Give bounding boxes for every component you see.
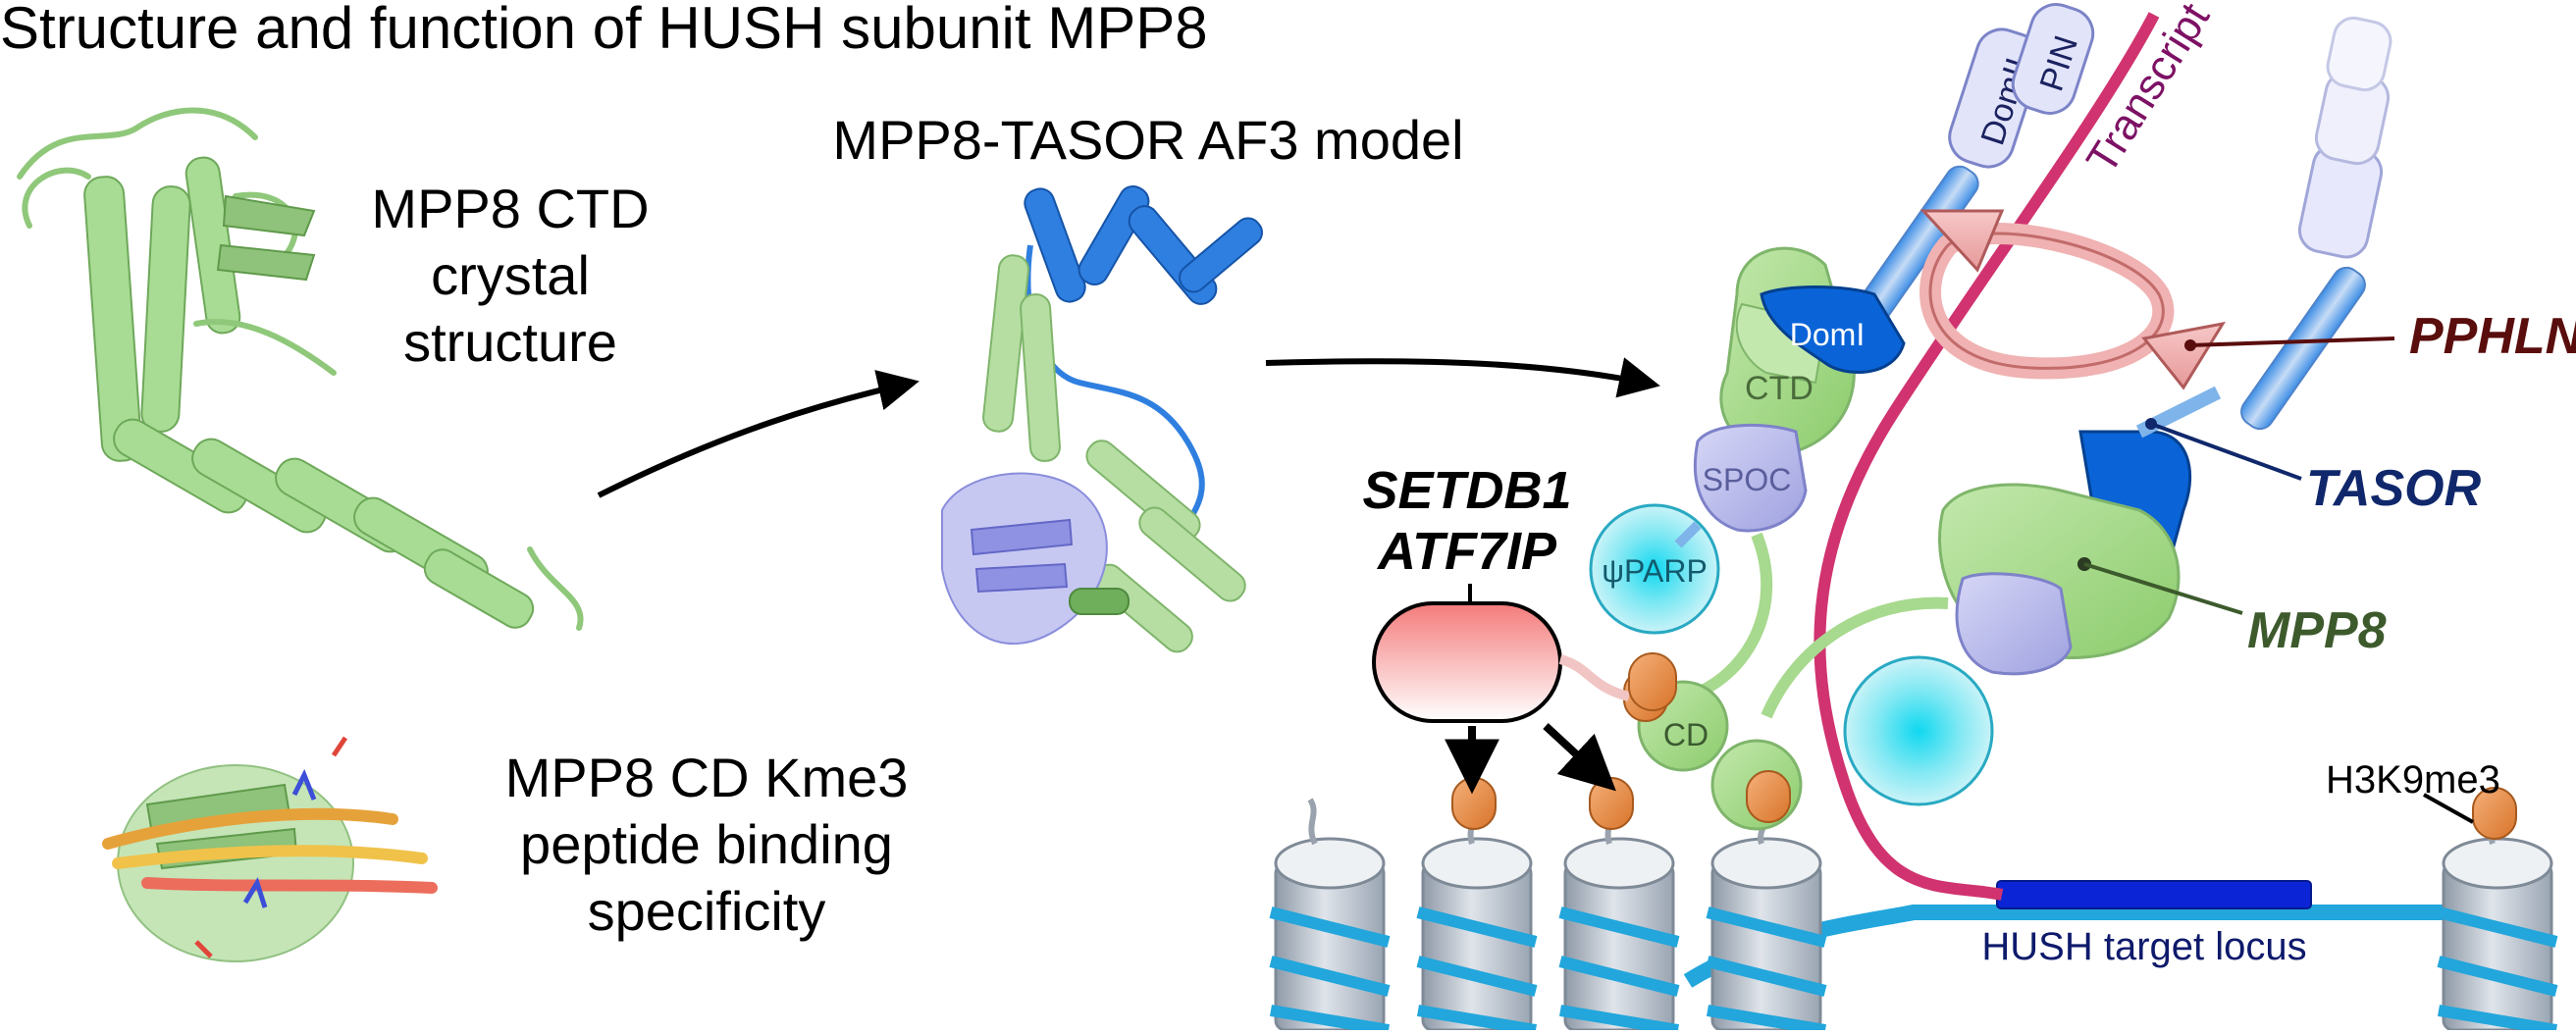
pphln-cone-right [2141, 321, 2227, 390]
h3k9me3-label: H3K9me3 [2326, 758, 2500, 802]
setdb1-complex [1372, 601, 1562, 723]
mpp8-leader [2083, 562, 2243, 615]
psiparp-label: ψPARP [1602, 553, 1708, 589]
af3-model-image [941, 184, 1263, 653]
nucleosome-1 [1269, 837, 1391, 1035]
mpp8-linker-upper [1685, 532, 1773, 702]
cd-kme3-structure-image [102, 736, 438, 962]
spoc-domain [1693, 424, 1808, 533]
ctd-crystal-structure-image [17, 107, 584, 631]
pphln-cone-left [1919, 209, 2005, 273]
ctd-label-line1: MPP8 CTD [371, 178, 649, 239]
domI-label: DomI [1790, 317, 1865, 352]
h3k9me3-mark-3 [2472, 787, 2517, 840]
cd-label-line1: MPP8 CD Kme3 [505, 747, 909, 808]
ctd-domain-label: CTD [1745, 370, 1814, 407]
pphln-label: PPHLN [2409, 308, 2576, 365]
pphln-leader [2189, 336, 2395, 347]
tasor-leader [2150, 422, 2302, 481]
mpp8-linker-lower [1761, 596, 1949, 719]
target-locus-label: HUSH target locus [1981, 925, 2306, 968]
h3k9me3-leader [2423, 793, 2474, 824]
tasor-rod-right [2240, 266, 2366, 431]
h3k9me3-mark-1 [1451, 777, 1497, 830]
tasor-right-box-3 [2326, 16, 2392, 92]
figure-title: Structure and function of HUSH subunit M… [0, 0, 1208, 61]
setdb1-label: SETDB1 [1362, 461, 1571, 520]
h3k9me3-mark-2 [1589, 777, 1634, 830]
mpp8-label: MPP8 [2247, 602, 2387, 659]
tasor-label: TASOR [2306, 460, 2482, 517]
spoc-parp-linker [1674, 521, 1702, 548]
arrow-methylation-2 [1543, 723, 1616, 792]
nucleosome-4 [1706, 837, 1827, 1035]
ctd-label-line3: structure [403, 311, 617, 373]
tasor-domI [1760, 285, 1906, 374]
setdb1-bound-mark [1628, 652, 1677, 711]
af3-model-label: MPP8-TASOR AF3 model [832, 109, 1463, 171]
pin-box [2011, 3, 2095, 115]
arrow-to-af3 [597, 370, 920, 498]
arrow-to-schematic [1265, 357, 1660, 398]
nucleosome-2 [1416, 837, 1538, 1035]
pphln-leader-dot [2184, 339, 2196, 351]
nucleosome-5 [2437, 837, 2558, 1035]
spoc-label: SPOC [1703, 462, 1792, 497]
target-locus-bar [1996, 880, 2312, 909]
ctd-label-line2: crystal [431, 244, 590, 306]
nucleosome-3 [1558, 837, 1680, 1035]
setdb1-linker [1558, 654, 1631, 701]
cd-label-line3: specificity [588, 880, 826, 942]
cd-label: CD [1663, 717, 1709, 752]
cd-label-line2: peptide binding [520, 813, 893, 875]
atf7ip-label: ATF7IP [1376, 522, 1557, 581]
psiparp-lower [1843, 655, 1994, 806]
spoc-lower [1955, 572, 2073, 676]
transcript-rna [1814, 12, 2160, 901]
bound-mark-lower [1746, 770, 1791, 823]
pphln-loop-outline [1928, 232, 2165, 370]
